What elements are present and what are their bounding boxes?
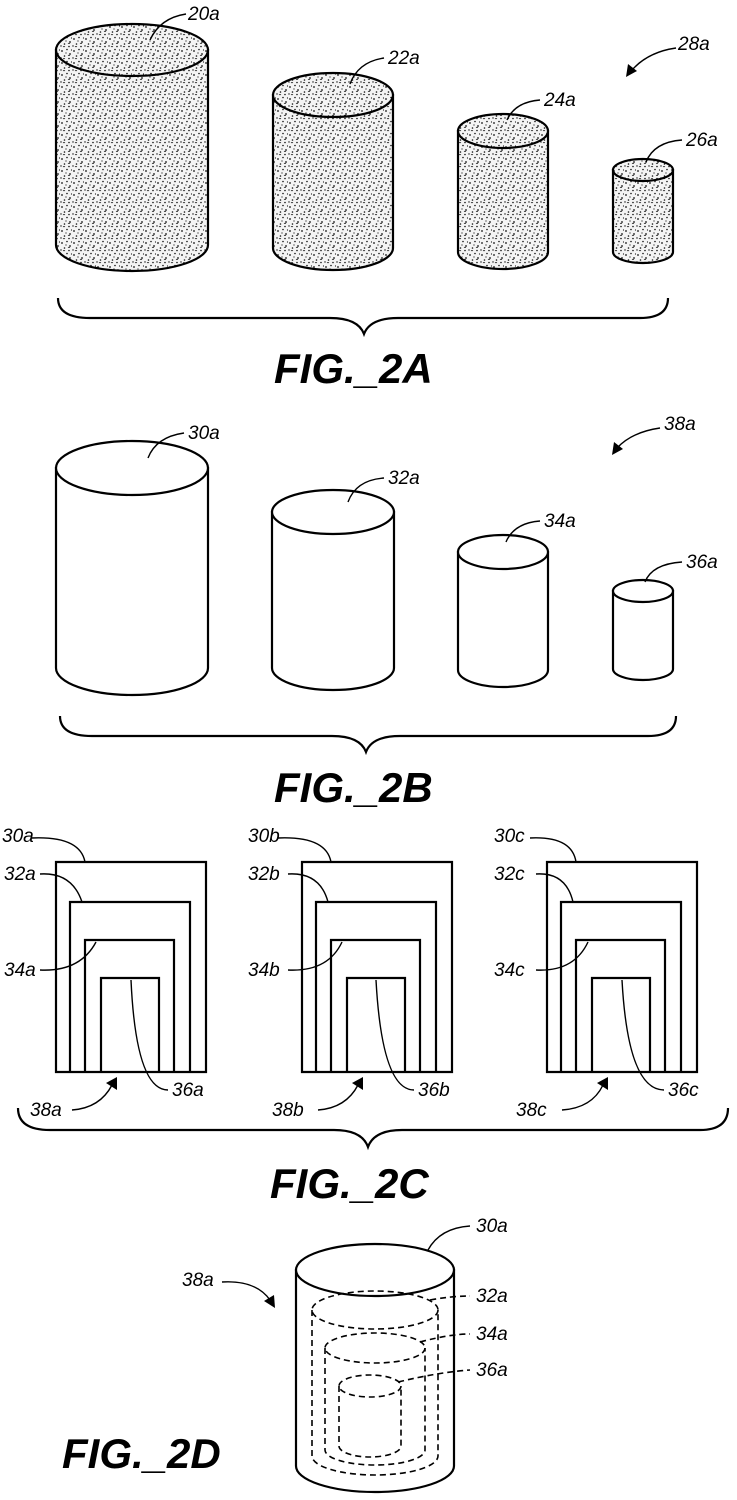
assembly-arrow-38a — [612, 427, 661, 455]
ref-20a: 20a — [187, 4, 220, 25]
ref-22a: 22a — [387, 48, 420, 69]
ref-30a: 30a — [188, 423, 220, 444]
ref-30a-2d: 30a — [476, 1216, 508, 1237]
ref-32a-2c: 32a — [4, 864, 36, 885]
nested-section-a — [31, 837, 208, 1111]
fig-2a-caption: FIG._2A — [274, 345, 433, 392]
assembly-arrow-28a — [626, 47, 677, 77]
cylinder-22a — [271, 71, 395, 272]
fig-2c-caption: FIG._2C — [270, 1160, 429, 1207]
ref-32a-2d: 32a — [476, 1286, 508, 1307]
cylinder-26a — [611, 157, 675, 265]
cylinder-24a — [456, 112, 550, 271]
ref-36b: 36b — [418, 1080, 450, 1101]
cylinder-20a — [54, 22, 210, 273]
ref-32a: 32a — [388, 468, 420, 489]
ref-24a: 24a — [543, 90, 576, 111]
brace-2a — [56, 297, 670, 338]
cylinder-34a — [456, 533, 550, 689]
ref-38b: 38b — [272, 1100, 304, 1121]
ref-34c: 34c — [494, 960, 525, 981]
cylinder-32a — [270, 488, 396, 692]
ref-38a-2d: 38a — [182, 1270, 214, 1291]
ref-28a: 28a — [677, 34, 710, 55]
ref-32b: 32b — [248, 864, 280, 885]
nested-section-c — [529, 837, 699, 1111]
ref-36c: 36c — [668, 1080, 699, 1101]
ref-38a-2c: 38a — [30, 1100, 62, 1121]
ref-32c: 32c — [494, 864, 525, 885]
ref-26a: 26a — [685, 130, 718, 151]
ref-36a-2d: 36a — [476, 1360, 508, 1381]
fig-2b-caption: FIG._2B — [274, 764, 433, 811]
cylinder-30a — [54, 439, 210, 697]
ref-38c: 38c — [516, 1100, 547, 1121]
fig-2b: 30a 32a 34a 36a 38a FIG._2B — [54, 414, 718, 811]
fig-2d: 30a 32a 34a 36a 38a FIG._2D — [62, 1216, 508, 1494]
ref-30b: 30b — [248, 826, 280, 847]
ref-34a: 34a — [544, 511, 576, 532]
brace-2b — [58, 715, 678, 756]
assembled-cylinder-38a — [294, 1242, 456, 1494]
ref-36a: 36a — [686, 552, 718, 573]
assembly-arrow-38a-2d — [221, 1281, 275, 1308]
ref-34a-2c: 34a — [4, 960, 36, 981]
ref-36a-2c: 36a — [172, 1080, 204, 1101]
fig-2d-caption: FIG._2D — [62, 1430, 221, 1477]
ref-30c: 30c — [494, 826, 525, 847]
nested-section-b — [277, 837, 454, 1111]
ref-38a-2b: 38a — [664, 414, 696, 435]
brace-2c — [16, 1107, 730, 1151]
ref-34b: 34b — [248, 960, 280, 981]
fig-2a: 20a 22a 24a 26a 28a FIG._2A — [54, 4, 718, 392]
ref-30a-2c: 30a — [2, 826, 34, 847]
ref-34a-2d: 34a — [476, 1324, 508, 1345]
cylinder-36a — [611, 578, 675, 682]
fig-2c: 30a 32a 34a 36a 38a 30b 32b 34b 36b 38b — [2, 826, 730, 1207]
